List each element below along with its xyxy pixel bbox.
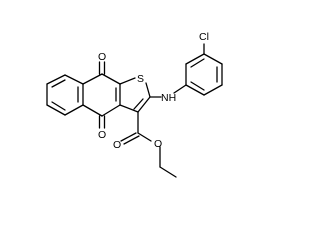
nh-atom-label: NH bbox=[161, 92, 176, 104]
quinone-carbonyls bbox=[98, 61, 106, 129]
quinone-oxygen-bottom-label: O bbox=[98, 129, 106, 141]
ester-group bbox=[120, 111, 177, 178]
quinone-oxygen-top-label: O bbox=[98, 51, 106, 63]
quinone-ring bbox=[82, 73, 121, 117]
structure-svg: Cl NH S O O O O bbox=[46, 31, 223, 178]
thiophene-ring bbox=[119, 77, 151, 113]
ester-oxygen-label: O bbox=[154, 138, 162, 150]
molecule-diagram: Cl NH S O O O O bbox=[46, 31, 223, 178]
benzene-ring bbox=[46, 74, 84, 116]
sulfur-atom-label: S bbox=[137, 73, 144, 85]
amine-linker bbox=[149, 84, 187, 98]
chlorine-atom-label: Cl bbox=[199, 31, 209, 43]
carbonyl-oxygen-label: O bbox=[113, 139, 121, 151]
chlorophenyl-ring bbox=[185, 43, 223, 96]
